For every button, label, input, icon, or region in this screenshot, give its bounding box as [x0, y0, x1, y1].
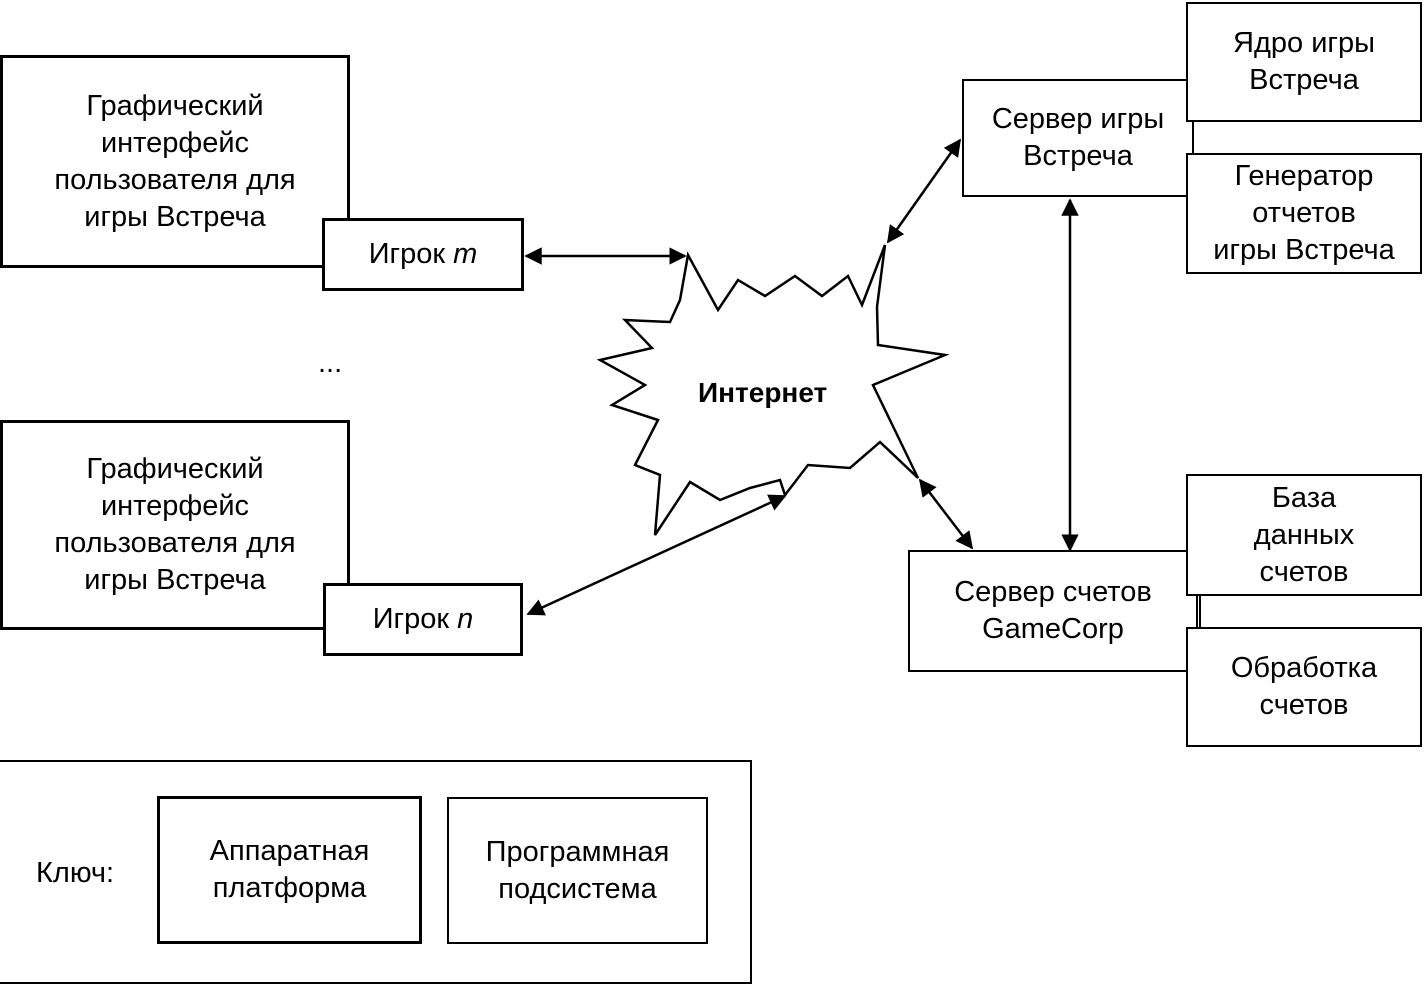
legend-software-label: Программная подсистема	[485, 835, 670, 905]
account-processing-box: Обработка счетов	[1186, 627, 1422, 747]
game-server-label: Сервер игры Встреча	[991, 103, 1165, 172]
internet-cloud	[596, 244, 950, 536]
legend-key-label: Ключ:	[36, 857, 115, 889]
client-gui-box: Графический интерфейс пользователя для и…	[0, 55, 350, 268]
player-n-box: Игрок n	[323, 583, 523, 656]
client-gui-label: Графический интерфейс пользователя для и…	[54, 89, 296, 233]
player-n-label: Игрок n	[372, 603, 474, 635]
legend-software-box: Программная подсистема	[447, 797, 708, 944]
account-db-box: База данных счетов	[1186, 474, 1422, 596]
ellipsis: ...	[318, 347, 343, 379]
game-core-box: Ядро игры Встреча	[1186, 2, 1422, 122]
legend-hardware-box: Аппаратная платформа	[157, 796, 422, 944]
arrow-internet-account-server	[918, 478, 974, 550]
legend-hardware-label: Аппаратная платформа	[209, 835, 370, 904]
account-server-label: Сервер счетов GameCorp	[954, 576, 1152, 645]
arrow-player-n-internet	[526, 494, 787, 616]
client-gui-box: Графический интерфейс пользователя для и…	[0, 420, 350, 630]
arrows	[524, 138, 1079, 616]
internet-label: Интернет	[698, 377, 828, 408]
game-server-box: Сервер игры Встреча	[962, 79, 1194, 197]
player-m-label: Игрок m	[368, 238, 478, 270]
arrow-internet-game-server	[886, 138, 962, 244]
account-processing-label: Обработка счетов	[1230, 652, 1378, 721]
report-generator-label: Генератор отчетов игры Встреча	[1213, 160, 1395, 266]
account-db-label: База данных счетов	[1253, 481, 1355, 588]
account-server-box: Сервер счетов GameCorp	[908, 550, 1198, 672]
player-m-box: Игрок m	[322, 218, 524, 291]
client-gui-label: Графический интерфейс пользователя для и…	[54, 453, 296, 596]
report-generator-box: Генератор отчетов игры Встреча	[1186, 153, 1422, 274]
game-core-label: Ядро игры Встреча	[1233, 27, 1375, 96]
